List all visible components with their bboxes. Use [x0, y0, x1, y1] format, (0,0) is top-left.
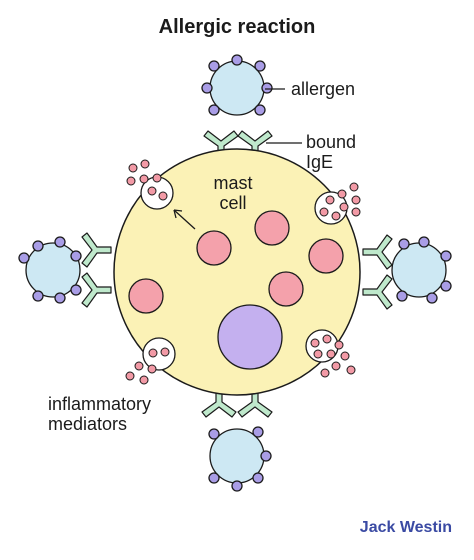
label-cell: cell	[219, 193, 246, 213]
granule	[254, 210, 290, 246]
label-ige: IgE	[306, 152, 333, 172]
ige-right-top	[362, 234, 393, 270]
inflammatory-mediators	[125, 159, 361, 385]
label-allergen: allergen	[291, 79, 355, 99]
label-mast: mast	[213, 173, 252, 193]
diagram-title: Allergic reaction	[159, 16, 316, 38]
allergen-bottom	[208, 426, 272, 492]
ige-bottom-right	[237, 387, 273, 418]
label-mediators: mediators	[48, 414, 127, 434]
mast-cell-arrow	[173, 209, 196, 230]
pocket-bottom-left	[142, 337, 176, 371]
label-bound: bound	[306, 132, 356, 152]
allergen-left	[18, 236, 82, 304]
brand-logo: Jack Westin	[360, 519, 452, 536]
ige-right-bottom	[362, 274, 393, 310]
label-inflammatory: inflammatory	[48, 394, 151, 414]
ige-antibodies	[81, 130, 393, 418]
nucleus	[217, 304, 283, 370]
granule	[196, 230, 232, 266]
granules	[128, 210, 344, 314]
ige-bottom-left	[201, 387, 237, 418]
allergen-right	[391, 236, 452, 304]
ige-left-top	[81, 232, 112, 268]
granule	[308, 238, 344, 274]
granule	[128, 278, 164, 314]
allergen-top	[201, 54, 273, 116]
granule	[268, 271, 304, 307]
ige-left-bottom	[81, 272, 112, 308]
